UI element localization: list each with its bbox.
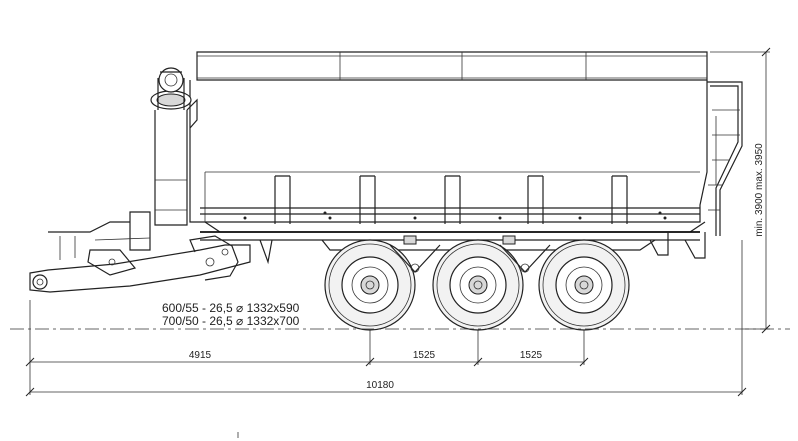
wheel-2 [432,239,524,331]
wheel-1 [324,239,416,331]
dimension-lines [25,47,771,397]
discharge-auger [150,67,198,226]
wheel-3 [538,239,630,331]
hopper-body [189,51,708,233]
rear-ladder [707,81,743,236]
dim-axle-spacing-1: 1525 [413,350,436,361]
dim-front-to-axle: 4915 [189,350,212,361]
drawbar [29,211,251,293]
dim-overall-length: 10180 [366,380,394,391]
suspension [389,244,551,273]
tyre-spec-2: 700/50 - 26,5 ⌀ 1332x700 [162,314,300,328]
dim-axle-spacing-2: 1525 [520,350,543,361]
dim-height: min. 3900 max. 3950 [754,143,765,237]
tyre-spec-1: 600/55 - 26,5 ⌀ 1332x590 [162,301,300,315]
